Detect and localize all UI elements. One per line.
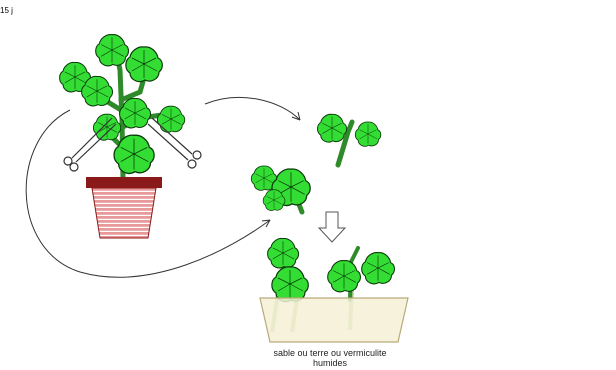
mother-pot: [86, 177, 162, 239]
right-arrow-icon: 15 j: [0, 0, 13, 17]
cutting-a-leaf-2: [354, 121, 382, 147]
mother-leaf-1: [95, 34, 129, 67]
mother-leaf-5: [119, 97, 152, 129]
rooting-tray-with-cuttings: [259, 237, 409, 343]
duration-label: 15 j: [0, 6, 13, 15]
substrate-caption-line1: sable ou terre ou vermiculite: [273, 348, 387, 358]
mother-leaf-6: [156, 105, 186, 133]
mother-leaf-2: [125, 46, 163, 83]
curved-arrow-to-cutting-a: [204, 97, 301, 121]
curved-arrow-loop-to-cutting-b: [25, 109, 271, 278]
cutting-b: [250, 165, 311, 215]
cutting-a-leaf-1: [317, 113, 348, 143]
cutting-a: [317, 113, 382, 168]
mother-plant: [59, 34, 186, 239]
tray1-leaf-1: [267, 237, 300, 269]
substrate-caption-line2: humides: [312, 358, 348, 368]
scissors-right-icon: [147, 117, 202, 169]
substrate-caption: sable ou terre ou vermiculite humides: [252, 348, 408, 368]
down-arrow-icon: [317, 211, 347, 243]
mother-leaf-7: [92, 113, 122, 141]
tray1-leaf-3: [327, 260, 361, 293]
tray1-leaf-2: [271, 266, 309, 303]
scissors-left-icon: [63, 117, 117, 172]
tray1-leaf-4: [361, 252, 395, 285]
